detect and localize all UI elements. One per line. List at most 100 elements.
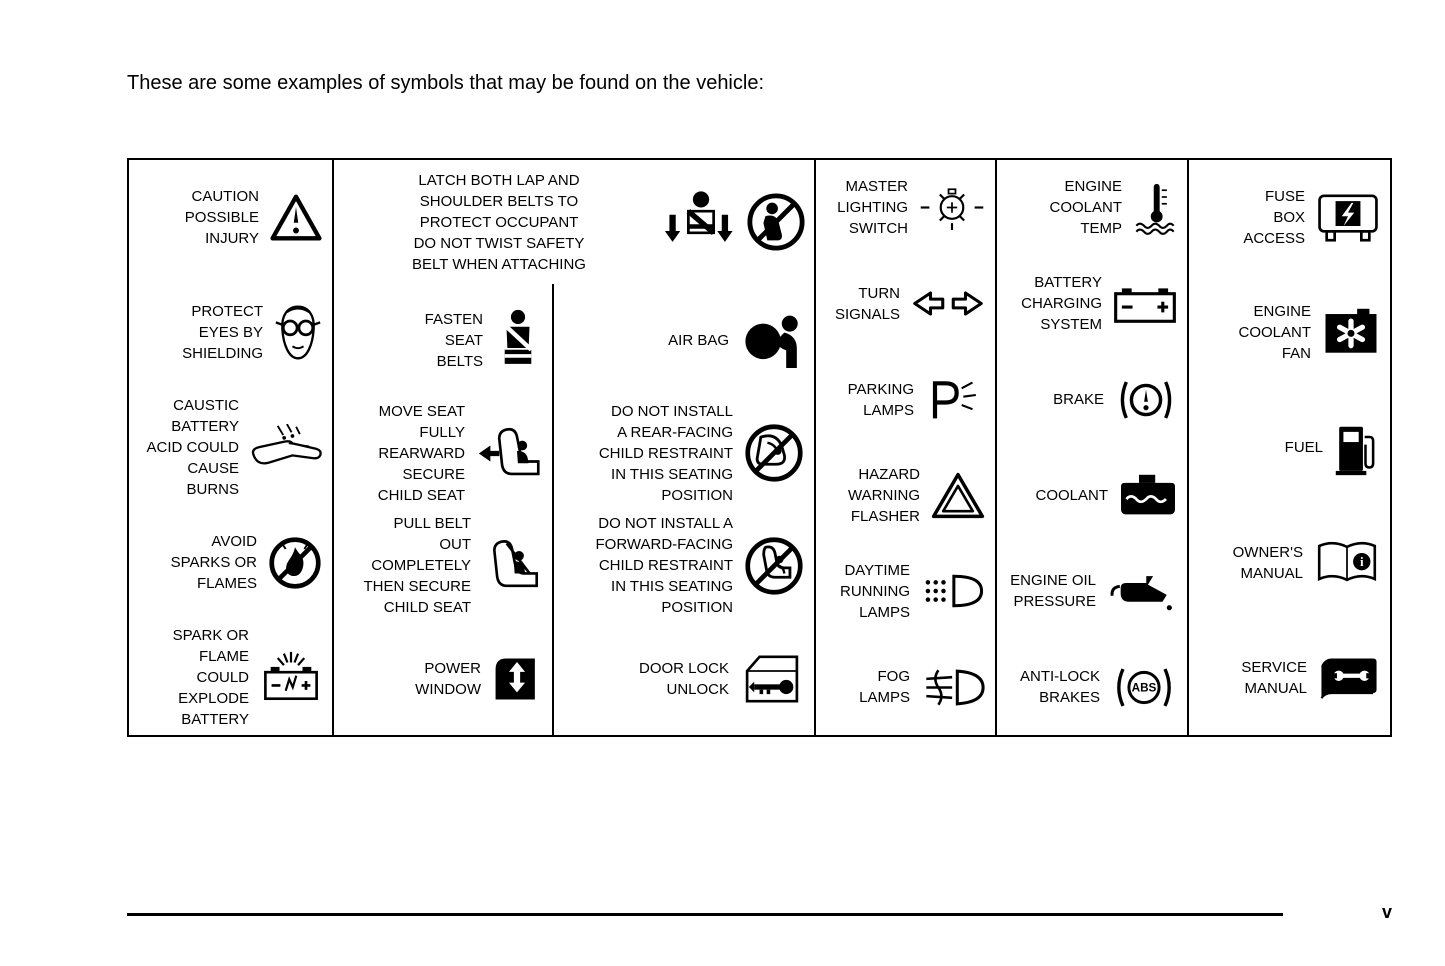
power-window-icon (495, 658, 535, 700)
air-bag-icon (745, 315, 798, 368)
cell-service-manual: SERVICE MANUAL (1189, 620, 1390, 735)
symbol-label: DO NOT INSTALL A REAR-FACING CHILD RESTR… (598, 402, 733, 504)
turn-signal-arrows-icon (913, 291, 983, 316)
seat-rearward-arrow-icon (478, 427, 540, 475)
symbol-label: TURN SIGNALS (834, 284, 900, 323)
symbol-label: OWNER'S MANUAL (1232, 543, 1303, 582)
abs-icon: ABS (1117, 667, 1171, 707)
subcolumn-restraints: AIR BAG DO NOT INSTALL A REAR-FACING CHI… (554, 284, 814, 735)
symbol-label: DOOR LOCK UNLOCK (638, 659, 729, 698)
column-warnings: CAUTION POSSIBLE INJURY PROTECT EYES BY … (129, 160, 334, 735)
cell-latch-belts: LATCH BOTH LAP AND SHOULDER BELTS TO PRO… (334, 160, 814, 284)
no-forward-facing-restraint-icon (745, 537, 803, 595)
battery-charging-icon (1114, 288, 1176, 324)
cell-anti-lock-brakes: ANTI-LOCK BRAKES ABS (997, 639, 1187, 735)
cell-spark-explode-battery: SPARK OR FLAME COULD EXPLODE BATTERY (129, 620, 332, 735)
symbol-label: LATCH BOTH LAP AND SHOULDER BELTS TO PRO… (412, 171, 586, 273)
cell-no-forward-facing-restraint: DO NOT INSTALL A FORWARD-FACING CHILD RE… (554, 510, 814, 623)
eye-shield-face-icon (275, 305, 321, 360)
cell-caution-possible-injury: CAUTION POSSIBLE INJURY (129, 160, 332, 275)
page-number: v (1381, 902, 1392, 922)
symbol-label: FASTEN SEAT BELTS (424, 310, 483, 370)
column-engine: ENGINE COOLANT TEMP BATTERY CHARGING SYS… (997, 160, 1189, 735)
cell-air-bag: AIR BAG (554, 284, 814, 397)
cell-fuse-box-access: FUSE BOX ACCESS (1189, 160, 1390, 275)
column-lighting: MASTER LIGHTING SWITCH (816, 160, 997, 735)
symbol-label: PROTECT EYES BY SHIELDING (182, 303, 263, 362)
fuse-box-icon (1318, 193, 1378, 242)
cell-master-lighting-switch: MASTER LIGHTING SWITCH (816, 160, 995, 256)
cell-protect-eyes: PROTECT EYES BY SHIELDING (129, 275, 332, 390)
fasten-seat-belt-icon (504, 310, 533, 365)
door-lock-key-icon (745, 655, 799, 703)
symbol-label: DO NOT INSTALL A FORWARD-FACING CHILD RE… (595, 515, 734, 617)
symbol-label: ENGINE COOLANT TEMP (1049, 178, 1122, 238)
symbol-label: FOG LAMPS (859, 668, 910, 707)
symbol-label: PULL BELT OUT COMPLETELY THEN SECURE CHI… (363, 515, 471, 617)
symbol-label: MASTER LIGHTING SWITCH (837, 178, 908, 238)
symbol-label: ENGINE COOLANT FAN (1238, 303, 1311, 362)
symbol-label: BRAKE (1053, 391, 1104, 409)
svg-text:i: i (1360, 554, 1364, 569)
cell-parking-lamps: PARKING LAMPS (816, 352, 995, 448)
symbol-label: CAUTION POSSIBLE INJURY (184, 188, 259, 247)
cell-move-seat-rearward: MOVE SEAT FULLY REARWARD SECURE CHILD SE… (334, 397, 552, 510)
footer-rule (127, 913, 1283, 916)
svg-text:ABS: ABS (1132, 681, 1157, 694)
hazard-triangle-icon (931, 472, 985, 519)
symbol-label: PARKING LAMPS (847, 380, 914, 419)
symbol-label: CAUSTIC BATTERY ACID COULD CAUSE BURNS (146, 397, 239, 498)
cell-avoid-sparks: AVOID SPARKS OR FLAMES (129, 505, 332, 620)
caution-triangle-icon (270, 194, 322, 241)
lap-shoulder-belt-icon (664, 191, 733, 242)
cell-no-rear-facing-restraint: DO NOT INSTALL A REAR-FACING CHILD RESTR… (554, 397, 814, 510)
cell-hazard-warning-flasher: HAZARD WARNING FLASHER (816, 447, 995, 543)
no-flames-icon (269, 536, 321, 589)
owners-manual-book-icon: i (1317, 541, 1377, 582)
oil-can-icon (1110, 575, 1172, 610)
intro-text: These are some examples of symbols that … (127, 72, 765, 94)
symbol-label: AVOID SPARKS OR FLAMES (170, 533, 257, 592)
symbol-label: DAYTIME RUNNING LAMPS (840, 561, 910, 621)
symbol-label: BATTERY CHARGING SYSTEM (1021, 274, 1102, 334)
cell-power-window: POWER WINDOW (334, 622, 552, 735)
battery-explosion-icon (264, 651, 318, 701)
column-misc: FUSE BOX ACCESS ENGINE COOLANT FAN (1189, 160, 1390, 735)
coolant-thermometer-icon (1135, 183, 1175, 235)
cell-caustic-acid: CAUSTIC BATTERY ACID COULD CAUSE BURNS (129, 390, 332, 505)
symbol-label: COOLANT (1035, 486, 1108, 504)
acid-hand-icon (251, 423, 322, 464)
cell-engine-coolant-fan: ENGINE COOLANT FAN (1189, 275, 1390, 390)
cell-battery-charging: BATTERY CHARGING SYSTEM (997, 256, 1187, 352)
cell-fasten-seat-belts: FASTEN SEAT BELTS (334, 284, 552, 397)
symbol-label: HAZARD WARNING FLASHER (848, 465, 920, 525)
cell-brake: BRAKE (997, 352, 1187, 448)
symbol-label: ENGINE OIL PRESSURE (1010, 572, 1096, 611)
master-light-switch-icon (920, 188, 984, 231)
symbol-label: FUEL (1284, 439, 1323, 456)
fog-lamp-icon (926, 669, 985, 705)
cell-coolant: COOLANT (997, 447, 1187, 543)
symbol-table: CAUTION POSSIBLE INJURY PROTECT EYES BY … (127, 158, 1392, 737)
coolant-fan-icon (1325, 308, 1377, 353)
brake-warning-icon (1120, 380, 1172, 419)
symbol-label: FUSE BOX ACCESS (1243, 188, 1305, 247)
service-manual-book-icon (1320, 658, 1377, 699)
belt-child-seat-icon (493, 540, 539, 588)
symbol-label: SPARK OR FLAME COULD EXPLODE BATTERY (172, 627, 249, 728)
cell-door-lock-unlock: DOOR LOCK UNLOCK (554, 622, 814, 735)
symbol-label: MOVE SEAT FULLY REARWARD SECURE CHILD SE… (377, 402, 465, 504)
cell-turn-signals: TURN SIGNALS (816, 256, 995, 352)
belts-subcolumns: FASTEN SEAT BELTS MOVE SEAT FULLY REARWA… (334, 284, 814, 735)
subcolumn-seat-belts: FASTEN SEAT BELTS MOVE SEAT FULLY REARWA… (334, 284, 554, 735)
cell-owners-manual: OWNER'S MANUAL i (1189, 505, 1390, 620)
symbol-label: SERVICE MANUAL (1241, 658, 1307, 697)
parking-lamp-icon (932, 380, 976, 418)
symbol-label: AIR BAG (668, 331, 729, 349)
fuel-pump-icon (1335, 426, 1375, 475)
no-unbelted-occupant-icon (747, 193, 805, 251)
cell-pull-belt-out: PULL BELT OUT COMPLETELY THEN SECURE CHI… (334, 510, 552, 623)
cell-fuel: FUEL (1189, 390, 1390, 505)
symbol-label: ANTI-LOCK BRAKES (1019, 668, 1100, 707)
cell-fog-lamps: FOG LAMPS (816, 639, 995, 735)
